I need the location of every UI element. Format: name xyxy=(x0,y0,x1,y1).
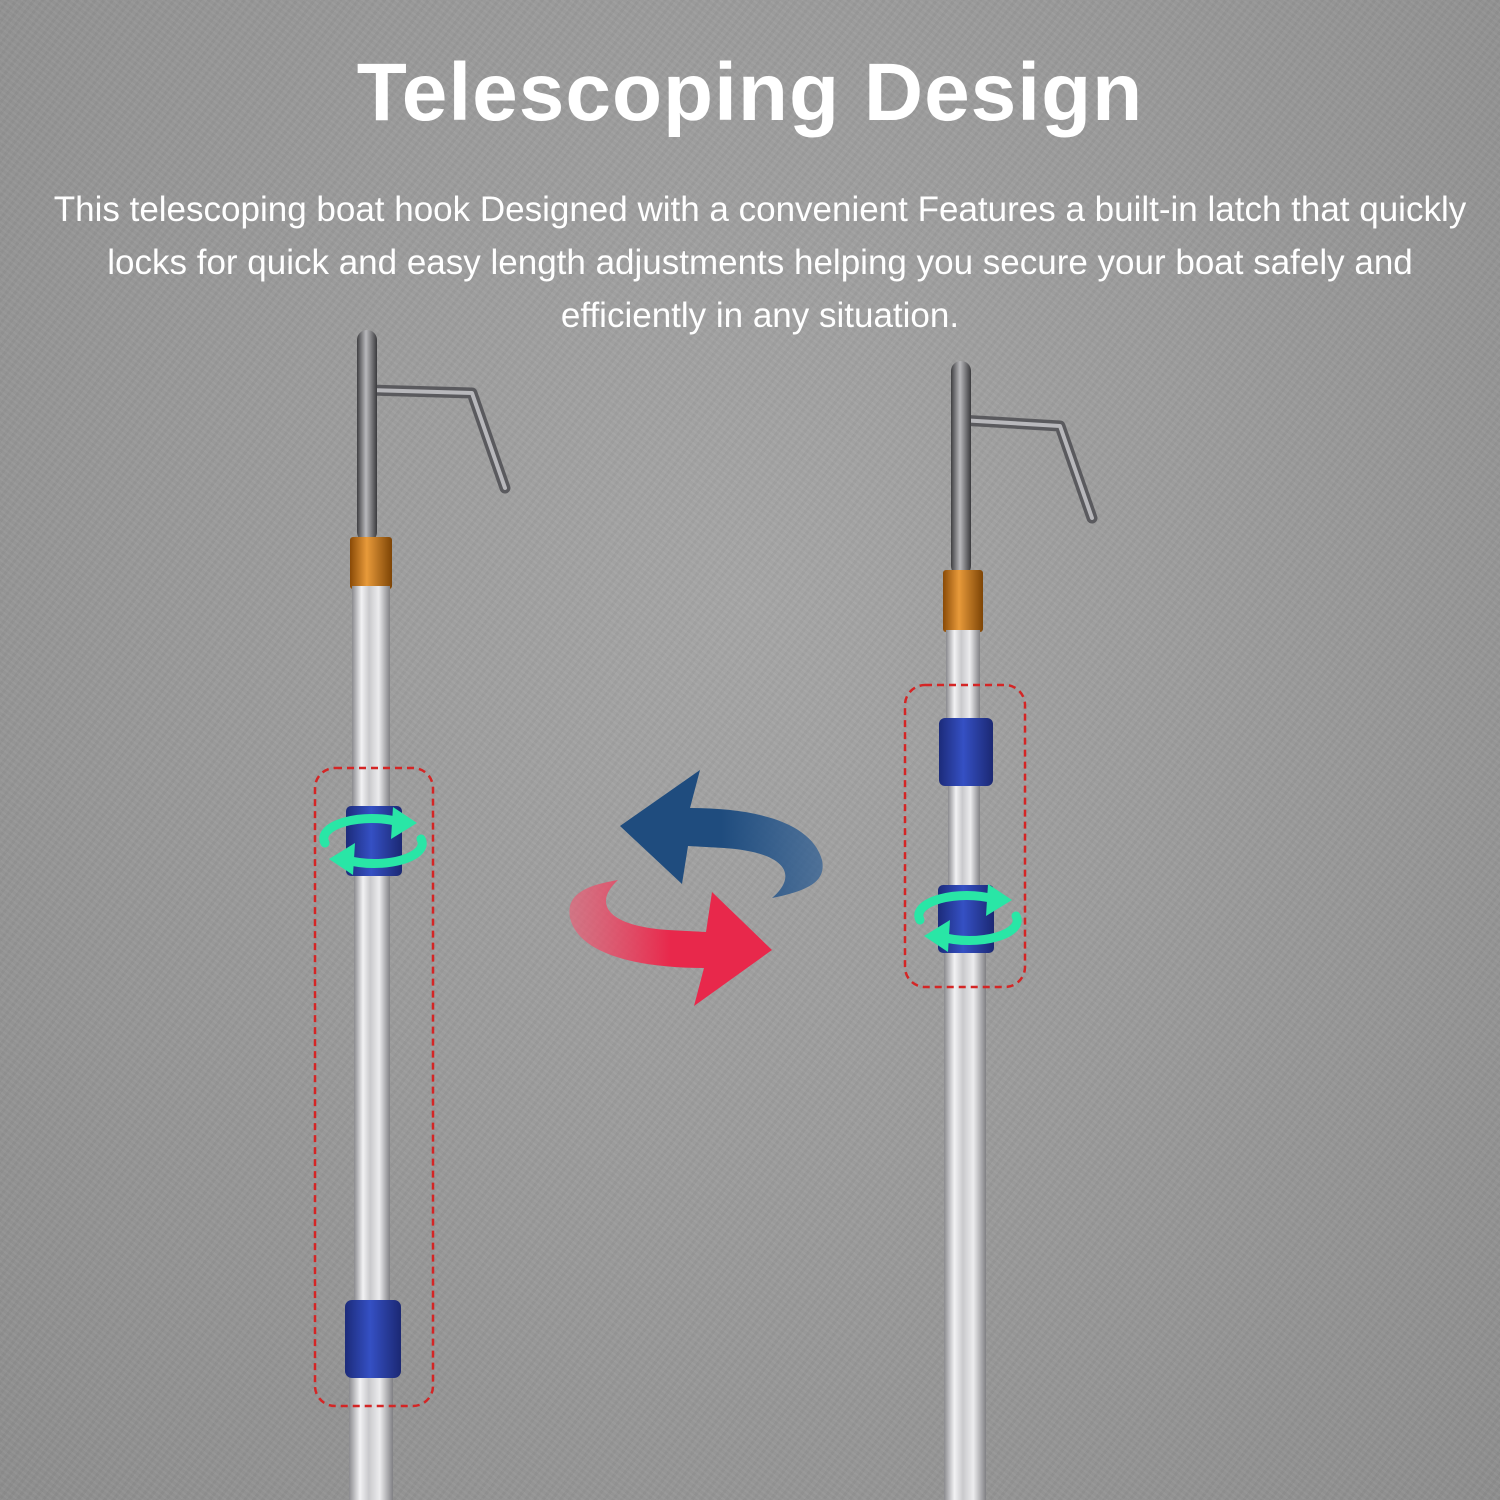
swap-direction-arrows-icon xyxy=(569,770,823,1006)
right-hook xyxy=(951,361,1098,576)
right-tube-middle xyxy=(948,780,980,888)
right-tube-lower xyxy=(944,950,986,1500)
left-tube-middle xyxy=(354,836,390,1306)
right-tube-upper xyxy=(946,630,980,720)
left-collar xyxy=(350,537,392,589)
red-curved-arrow xyxy=(569,880,772,1006)
right-highlight-box xyxy=(903,683,1027,989)
left-tube-upper xyxy=(352,586,390,836)
left-hook xyxy=(357,330,511,542)
left-lock-ring-lower xyxy=(345,1300,401,1378)
left-tube-lower xyxy=(349,1375,393,1500)
page-title: Telescoping Design xyxy=(356,47,1144,138)
left-pole xyxy=(313,330,511,1500)
right-pole xyxy=(903,361,1098,1500)
right-collar xyxy=(943,570,983,632)
right-lock-ring-upper xyxy=(939,718,993,786)
blue-curved-arrow xyxy=(620,770,823,898)
left-highlight-box xyxy=(313,766,435,1408)
rotate-arrows-icon xyxy=(914,884,1022,952)
rotate-arrows-icon xyxy=(319,807,427,875)
page-description: This telescoping boat hook Designed with… xyxy=(53,190,1467,335)
